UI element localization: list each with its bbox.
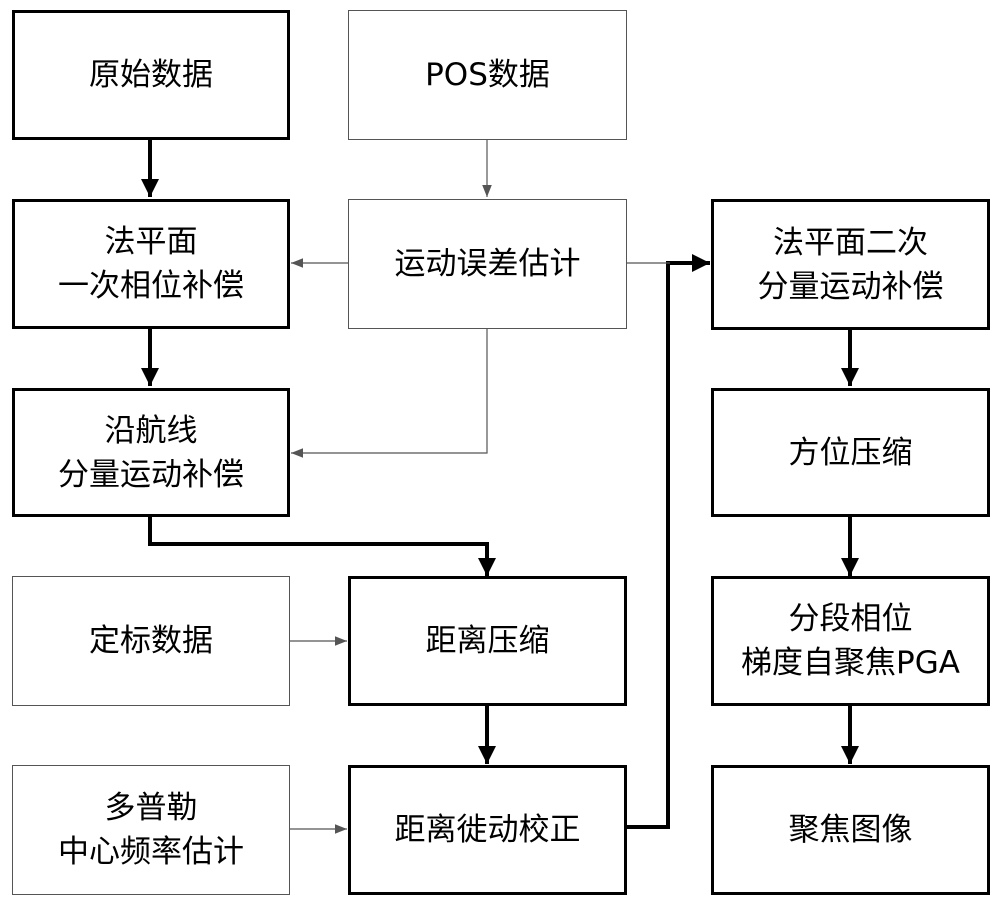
edge-along-track-to-range-compress bbox=[150, 517, 487, 576]
node-label-line: 运动误差估计 bbox=[395, 242, 581, 286]
node-range-compression: 距离压缩 bbox=[348, 576, 627, 706]
node-label-line: 定标数据 bbox=[89, 619, 213, 663]
node-label-line: 法平面 bbox=[105, 220, 198, 264]
edge-migration-to-second-order bbox=[627, 263, 710, 827]
node-label-line: 梯度自聚焦PGA bbox=[741, 641, 960, 685]
node-normal-second-order-compensation: 法平面二次分量运动补偿 bbox=[711, 199, 990, 330]
node-label-line: 距离压缩 bbox=[426, 619, 550, 663]
node-label-line: POS数据 bbox=[425, 53, 550, 97]
node-label-line: 多普勒 bbox=[105, 786, 198, 830]
node-label-line: 方位压缩 bbox=[789, 431, 913, 475]
node-label-line: 沿航线 bbox=[105, 409, 198, 453]
edge-motion-error-to-along-track bbox=[291, 329, 487, 453]
node-label-line: 分量运动补偿 bbox=[758, 265, 944, 309]
node-raw-data: 原始数据 bbox=[12, 10, 290, 140]
node-label-line: 分量运动补偿 bbox=[58, 453, 244, 497]
node-label-line: 一次相位补偿 bbox=[58, 264, 244, 308]
node-along-track-compensation: 沿航线分量运动补偿 bbox=[12, 388, 290, 517]
node-azimuth-compression: 方位压缩 bbox=[711, 388, 990, 517]
node-doppler-centroid-estimation: 多普勒中心频率估计 bbox=[12, 765, 290, 895]
node-label-line: 距离徙动校正 bbox=[395, 808, 581, 852]
node-pos-data: POS数据 bbox=[348, 10, 627, 140]
node-focused-image: 聚焦图像 bbox=[711, 765, 990, 895]
node-label-line: 原始数据 bbox=[89, 53, 213, 97]
node-label-line: 法平面二次 bbox=[773, 221, 928, 265]
node-normal-first-order-compensation: 法平面一次相位补偿 bbox=[12, 199, 290, 329]
node-label-line: 分段相位 bbox=[789, 597, 913, 641]
node-pga-autofocus: 分段相位梯度自聚焦PGA bbox=[711, 576, 990, 706]
node-label-line: 聚焦图像 bbox=[789, 808, 913, 852]
node-label-line: 中心频率估计 bbox=[58, 830, 244, 874]
node-range-migration-correction: 距离徙动校正 bbox=[348, 765, 627, 895]
node-motion-error-estimation: 运动误差估计 bbox=[348, 199, 627, 329]
node-calibration-data: 定标数据 bbox=[12, 576, 290, 706]
